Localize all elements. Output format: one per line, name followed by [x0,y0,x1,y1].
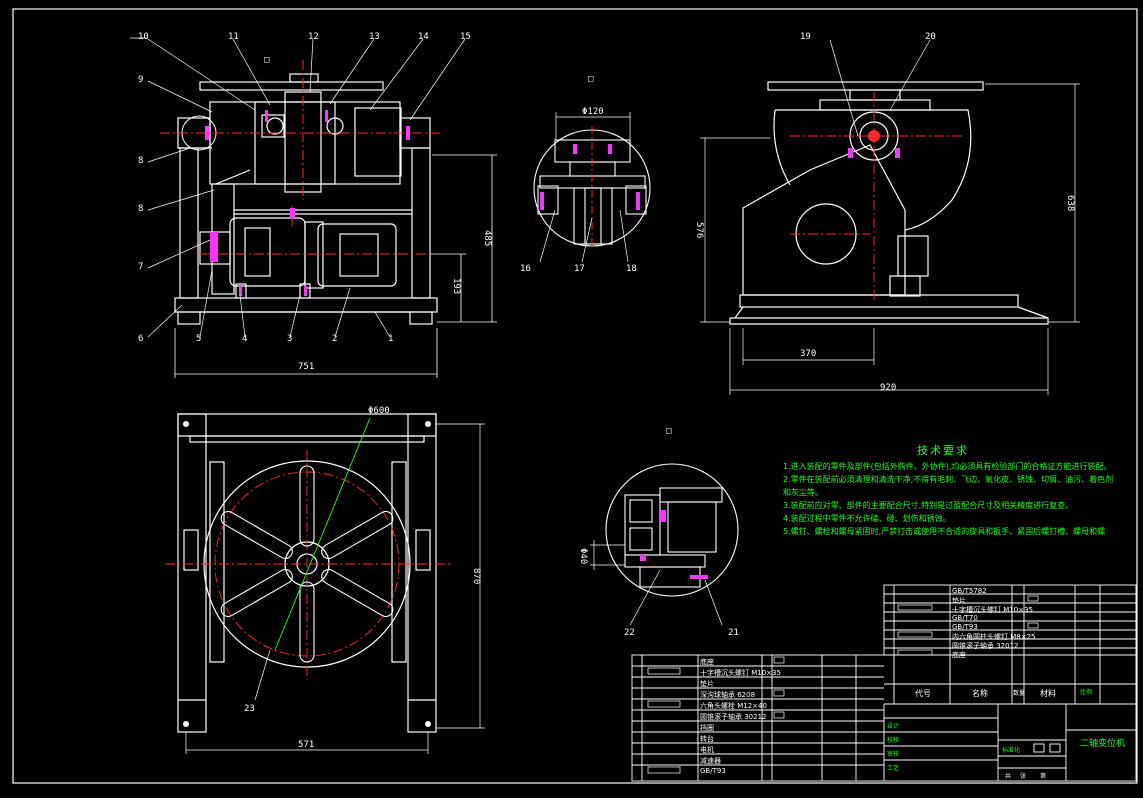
sign-mark: 第 [1040,773,1047,780]
dim-plan-circle: Φ600 [368,406,390,416]
tech-line: 5.螺钉、螺栓和螺母紧固时,严禁打击或使用不合适的旋具和扳手。紧固后螺钉槽、螺母… [783,527,1106,536]
left-list-row: GB/T93 [700,767,726,775]
callout-3: 3 [287,334,293,344]
tech-line: 和灰尘等。 [783,488,823,497]
drawing-title: 二轴变位机 [1080,739,1126,749]
dim-plan-height: 870 [471,568,481,585]
callout-2: 2 [332,334,338,344]
title-block-name-header: 名称 [972,689,988,698]
callout-23: 23 [244,704,255,714]
right-list-row: GB/T5782 [952,587,987,595]
right-list-row: 内六角圆柱头螺钉 M8×25 [952,633,1036,641]
sign-mark: 标准化 [1002,747,1021,754]
dim-front-height: 485 [482,230,492,247]
tech-line: 1.进入装配的零件及部件(包括外购件、外协件),均必须具有检验部门的合格证方能进… [783,462,1112,471]
right-list-row: 垫片 [952,597,966,605]
left-list-row: 十字槽沉头螺钉 M10×35 [700,669,781,677]
dim-side-width: 920 [880,383,897,393]
dim-side-left-height: 576 [694,222,704,239]
right-list-row: GB/T70 [952,614,978,622]
dim-plan-width: 571 [298,740,315,750]
tech-line: 3.装配前应对零、部件的主要配合尺寸,特别是过盈配合尺寸及相关精度进行复查。 [783,501,1074,510]
dim-front-sub-height: 193 [451,278,461,295]
left-list-row: 深沟球轴承 6208 [700,691,756,699]
sign-mark: 设计 [887,723,900,730]
view-marker-front: □ [264,55,270,65]
drawing-border [12,8,1138,784]
view-marker-detail-bottom: □ [666,426,672,436]
callout-8b: 8 [138,204,144,214]
left-list-row: 六角头螺栓 M12×40 [700,702,767,710]
view-marker-detail-top: □ [588,74,594,84]
callout-18: 18 [626,264,637,274]
dim-front-width: 751 [298,362,315,372]
dim-detail-bottom: Φ40 [578,548,588,565]
callout-13: 13 [369,32,380,42]
title-block-material-header: 材料 [1040,689,1056,698]
title-block-code-header: 代号 [915,689,931,698]
left-list-row: 垫片 [700,680,714,688]
technical-requirements: 技术要求 1.进入装配的零件及部件(包括外购件、外协件),均必须具有检验部门的合… [783,444,1114,538]
tech-title: 技术要求 [917,444,969,457]
callout-16: 16 [520,264,531,274]
sign-mark: 工艺 [887,765,900,772]
callout-4: 4 [242,334,248,344]
left-list-row: 挡圈 [700,724,714,732]
sign-mark: 共 [1005,773,1012,780]
callout-21: 21 [728,628,739,638]
callout-22: 22 [624,628,635,638]
plan-slots [220,465,394,663]
dim-side-inner: 370 [800,349,817,359]
tech-line: 4.装配过程中零件不允许磕、碰、划伤和锈蚀。 [783,514,951,523]
tech-line: 2.零件在装配前必须清理和清洗干净,不得有毛刺、飞边、氧化皮、锈蚀、切屑、油污、… [783,475,1114,484]
sign-mark: 校核 [887,737,900,744]
dim-side-height: 638 [1065,195,1075,212]
dim-detail-top: Φ120 [582,107,604,117]
callout-15: 15 [460,32,471,42]
sign-mark: 审核 [887,751,900,758]
side-view [729,81,1049,325]
left-list-row: 底座 [700,658,714,666]
callout-1: 1 [388,334,394,344]
left-list-row: 电机 [700,746,714,754]
sign-mark: 张 [1020,773,1027,780]
callout-14: 14 [418,32,429,42]
callout-7: 7 [138,262,144,272]
callout-9: 9 [138,75,144,85]
title-block-qty-header: 数量 [1013,690,1026,697]
callout-12: 12 [308,32,319,42]
right-list-row: 底座 [952,651,966,659]
detail-bottom [605,463,739,597]
callout-17: 17 [574,264,585,274]
title-block [631,584,1137,782]
left-list-row: 圆锥滚子轴承 30212 [700,713,767,721]
left-list-row: 转台 [700,735,714,743]
sign-mark: 比例 [1080,689,1093,696]
callout-19: 19 [800,32,811,42]
right-list-row: 十字槽沉头螺钉 M10×35 [952,606,1033,614]
callout-11: 11 [228,32,239,42]
left-list-row: 减速器 [700,757,721,765]
right-list-row: 圆锥滚子轴承 32012 [952,642,1019,650]
callout-5: 5 [196,334,202,344]
callout-20: 20 [925,32,936,42]
callout-10: 10 [138,32,149,42]
right-list-row: GB/T93 [952,623,978,631]
callout-6: 6 [138,334,144,344]
callout-8a: 8 [138,156,144,166]
